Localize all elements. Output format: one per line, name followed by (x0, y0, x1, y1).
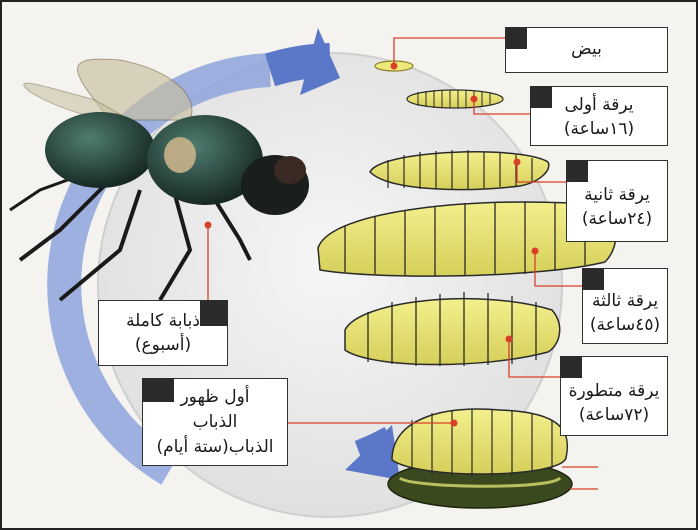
label-first-larva-line2: (١٦ساعة) (531, 117, 667, 141)
label-marker (566, 160, 588, 182)
label-second-larva-line1: يرقة ثانية (567, 183, 667, 207)
label-marker (582, 268, 604, 290)
label-first-larva: يرقة أولى (١٦ساعة) (530, 86, 668, 146)
label-second-larva-line2: (٢٤ساعة) (567, 207, 667, 231)
label-developed-larva-line1: يرقة متطورة (561, 379, 667, 403)
label-adult-fly: ذبابة كاملة (أسبوع) (98, 300, 228, 366)
label-eggs: بيض (505, 27, 668, 73)
label-third-larva: يرقة ثالثة (٤٥ساعة) (582, 268, 668, 344)
label-marker (200, 300, 228, 326)
label-eggs-text: بيض (506, 28, 667, 70)
label-marker (505, 27, 527, 49)
label-first-emergence-line3: الذباب(ستة أيام) (143, 435, 287, 460)
label-developed-larva-line2: (٧٢ساعة) (561, 403, 667, 427)
label-third-larva-line1: يرقة ثالثة (583, 289, 667, 313)
first-larva (407, 90, 503, 108)
label-first-emergence-line2: الذباب (143, 410, 287, 435)
label-first-emergence: أول ظهور الذباب الذباب(ستة أيام) (142, 378, 288, 466)
label-second-larva: يرقة ثانية (٢٤ساعة) (566, 160, 668, 242)
label-marker (560, 356, 582, 378)
pupa (388, 409, 572, 508)
label-third-larva-line2: (٤٥ساعة) (583, 313, 667, 337)
label-marker (530, 86, 552, 108)
label-adult-fly-line2: (أسبوع) (99, 333, 227, 357)
label-marker (142, 378, 174, 402)
label-developed-larva: يرقة متطورة (٧٢ساعة) (560, 356, 668, 436)
